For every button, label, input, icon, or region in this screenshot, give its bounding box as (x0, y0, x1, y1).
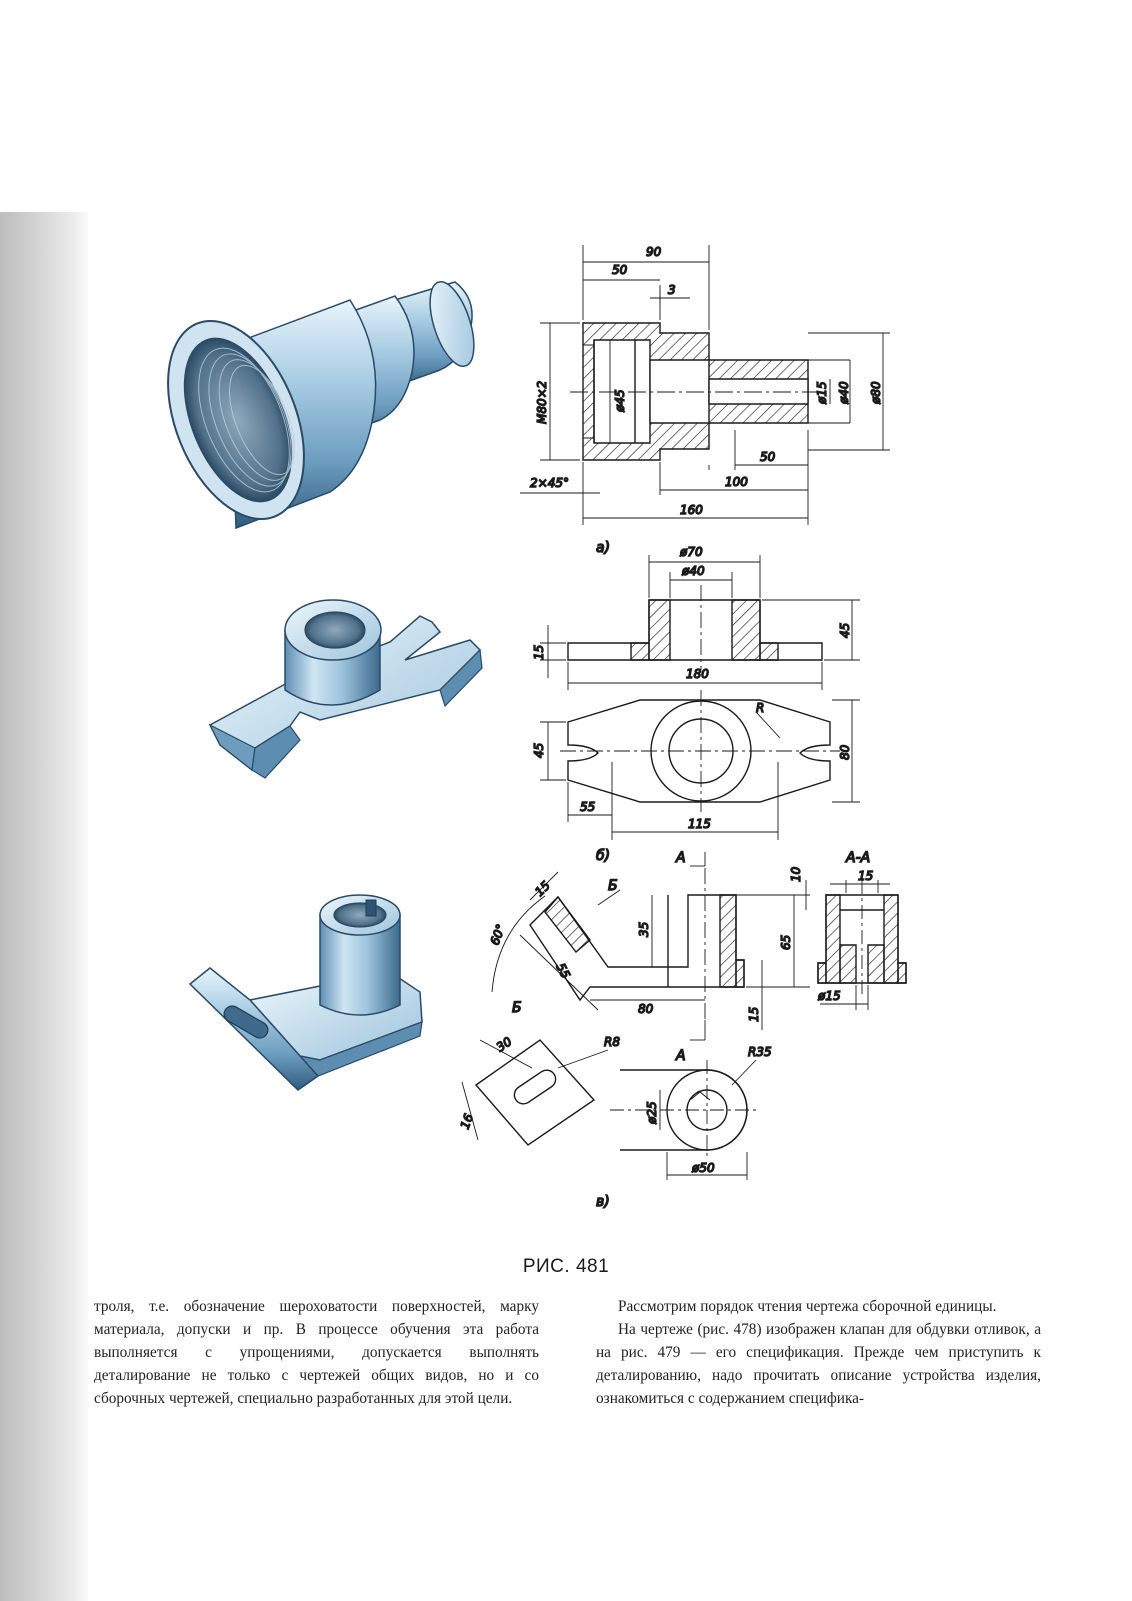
dim-a-3: 3 (668, 283, 676, 297)
dim-a-thread: M80×2 (535, 381, 549, 424)
right-paragraph-2: На чертеже (рис. 478) изображен клапан д… (596, 1321, 1041, 1407)
dim-c-d50: ø50 (691, 1161, 715, 1175)
right-text-column: Рассмотрим порядок чтения чертежа сбороч… (596, 1295, 1041, 1410)
part-a-pictorial (167, 281, 475, 530)
part-a-label: а) (596, 540, 610, 556)
dim-a-d40: ø40 (837, 381, 851, 405)
dim-b-55: 55 (580, 800, 595, 814)
dim-b-180: 180 (686, 667, 709, 681)
dim-c-d25: ø25 (645, 1101, 659, 1125)
section-aa-label: А-А (845, 850, 870, 866)
figure-caption: РИС. 481 (522, 1256, 610, 1277)
dim-b-45-plan: 45 (532, 743, 546, 758)
part-b-drawing: ø70 ø40 15 45 180 R 45 80 55 115 б) (531, 544, 860, 865)
section-marker-a-bottom: А (675, 1048, 686, 1064)
left-text-column: троля, т.е. обозначение шероховатости по… (94, 1295, 539, 1410)
dim-c-10: 10 (789, 866, 803, 882)
right-paragraph-1: Рассмотрим порядок чтения чертежа сбороч… (618, 1298, 997, 1315)
dim-a-50-bottom: 50 (760, 450, 776, 464)
dim-c-r8: R8 (604, 1035, 620, 1049)
dim-c-15-top: 15 (532, 878, 553, 899)
dim-b-d70: ø70 (679, 545, 703, 559)
dim-c-d15-hole: ø15 (817, 989, 841, 1003)
dim-a-d80: ø80 (869, 381, 883, 405)
view-b-marker-bottom: Б (512, 1000, 522, 1016)
dim-b-15: 15 (532, 645, 546, 660)
dim-b-115: 115 (688, 817, 711, 831)
dim-c-15-right: 15 (747, 1007, 761, 1022)
dim-c-16: 16 (458, 1112, 477, 1131)
scan-shadow (0, 212, 92, 1601)
dim-c-35: 35 (637, 922, 651, 937)
part-a-drawing: 90 50 3 M80×2 ø45 ø15 ø40 ø80 50 2×45° 1… (520, 244, 890, 557)
dim-a-d15: ø15 (815, 381, 829, 405)
section-marker-a-top: А (675, 850, 686, 866)
part-c-label: в) (596, 1194, 610, 1210)
dim-a-90: 90 (646, 245, 662, 259)
dim-b-d40: ø40 (681, 564, 705, 578)
dim-c-30: 30 (494, 1034, 515, 1054)
part-c-drawing: 15 60° 55 35 65 80 15 10 15 ø15 30 R8 16… (457, 849, 907, 1211)
dim-a-chamfer: 2×45° (530, 476, 569, 490)
part-b-pictorial (208, 599, 483, 779)
dim-c-80: 80 (638, 1002, 654, 1016)
left-paragraph: троля, т.е. обозначение шероховатости по… (94, 1298, 539, 1407)
dim-b-80: 80 (838, 744, 852, 760)
dim-c-15-section: 15 (858, 869, 873, 883)
dim-c-60deg: 60° (488, 922, 508, 947)
dim-a-d45: ø45 (613, 389, 627, 413)
dim-a-50-top: 50 (612, 263, 628, 277)
view-b-marker-top: Б (608, 878, 618, 894)
dim-a-100: 100 (725, 475, 748, 489)
part-b-label: б) (596, 848, 610, 864)
dim-c-65: 65 (779, 935, 793, 950)
dim-b-r: R (756, 701, 764, 715)
dim-b-45-top: 45 (838, 623, 852, 638)
dim-c-r35: R35 (748, 1045, 772, 1059)
part-c-pictorial (188, 894, 423, 1091)
dim-a-160: 160 (680, 503, 703, 517)
